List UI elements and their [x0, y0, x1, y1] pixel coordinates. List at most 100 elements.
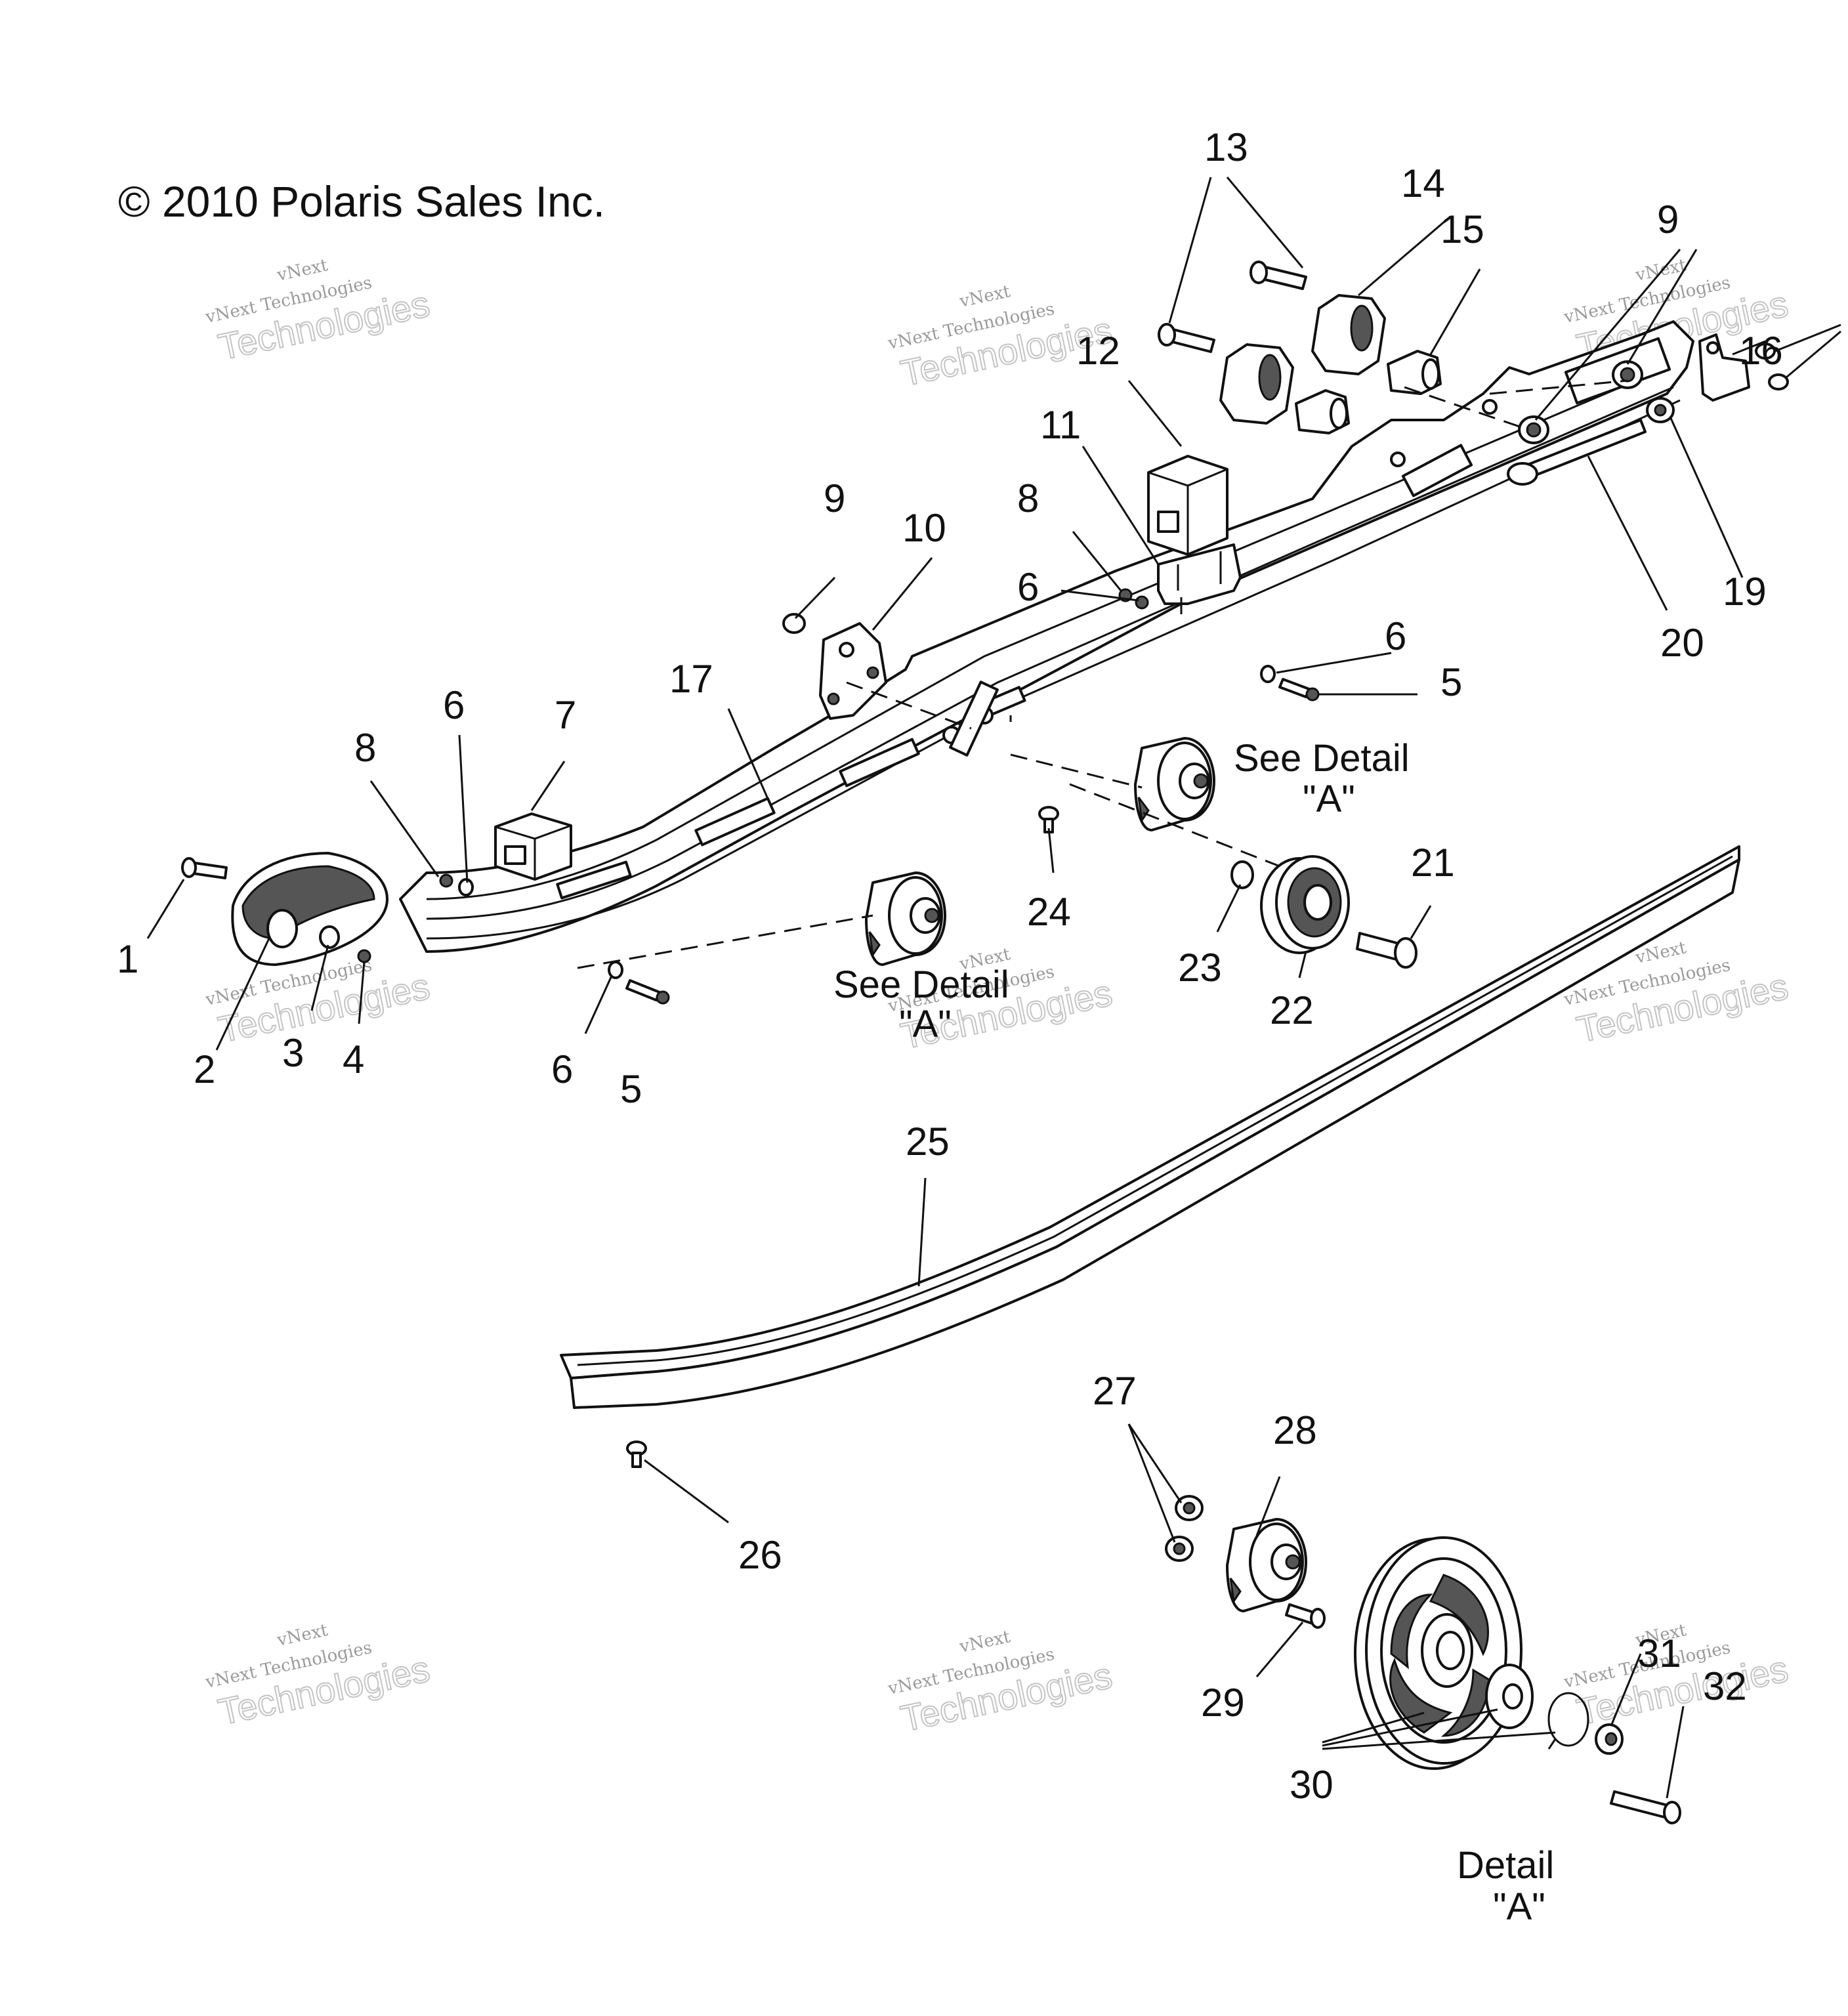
- callout-8-center: 8: [1017, 476, 1039, 520]
- svg-text:vNext: vNext: [957, 282, 1013, 312]
- bolt-part-24: [1038, 806, 1059, 833]
- see-detail-upper-caption: See Detail: [1234, 737, 1410, 780]
- watermark-bottom-left: vNext vNext Technologies Technologies: [203, 1620, 434, 1733]
- nut-part-9-right-lower: [1518, 415, 1549, 444]
- svg-text:vNext: vNext: [275, 1620, 330, 1650]
- callout-30: 30: [1290, 1763, 1334, 1807]
- bumper-part-2: [231, 852, 388, 966]
- callout-14: 14: [1401, 161, 1445, 205]
- washer-part-6-right: [1260, 665, 1276, 683]
- snap-ring-part-30: [1547, 1692, 1589, 1750]
- bolt-part-29: [1285, 1603, 1326, 1629]
- assembly-line-upper-wheel: [1010, 753, 1143, 789]
- nut-part-9-left: [782, 613, 806, 634]
- callout-3: 3: [282, 1031, 304, 1075]
- washer-part-6-left: [458, 878, 474, 896]
- slide-part-25: [560, 845, 1740, 1409]
- callout-15: 15: [1440, 207, 1484, 251]
- watermark-bottom-center: vNext vNext Technologies Technologies: [886, 1627, 1116, 1740]
- callout-16: 16: [1739, 329, 1783, 373]
- callout-6-right: 6: [1385, 614, 1406, 658]
- detail-ref: "A": [1493, 1885, 1545, 1928]
- assembly-line-bracket: [846, 681, 972, 730]
- bolt-part-26: [626, 1440, 647, 1468]
- svg-text:vNext: vNext: [957, 1627, 1013, 1657]
- spacer-part-15-upper: [1387, 350, 1442, 395]
- callout-32: 32: [1703, 1664, 1747, 1708]
- spacer-part-15-lower: [1295, 389, 1350, 434]
- callout-5-lower: 5: [620, 1067, 642, 1111]
- bracket-part-10: [819, 622, 887, 720]
- axle-part-28: [1226, 1518, 1307, 1612]
- callout-23: 23: [1178, 946, 1222, 990]
- callout-8-left: 8: [354, 726, 376, 770]
- bracket-part-11: [1157, 543, 1242, 605]
- callout-24: 24: [1027, 890, 1071, 934]
- washer-part-23: [1230, 860, 1254, 889]
- assembly-line-lower-right: [1069, 783, 1280, 868]
- see-detail-lower-ref: "A": [899, 1003, 952, 1045]
- assembly-line-9: [1489, 379, 1628, 395]
- wheel-part-30: [1354, 1536, 1522, 1770]
- detail-caption: Detail: [1457, 1844, 1554, 1887]
- see-detail-lower-caption: See Detail: [833, 963, 1009, 1006]
- bolt-part-13-left: [1158, 323, 1215, 353]
- callout-31: 31: [1637, 1631, 1681, 1675]
- callout-4: 4: [343, 1038, 364, 1082]
- see-detail-upper-ref: "A": [1303, 778, 1355, 820]
- callout-6-left: 6: [443, 683, 465, 727]
- svg-text:vNext: vNext: [1633, 255, 1689, 285]
- callout-1: 1: [117, 937, 138, 981]
- callout-7: 7: [555, 693, 576, 737]
- bolt-part-32: [1610, 1790, 1681, 1824]
- callout-25: 25: [906, 1120, 950, 1164]
- washer-part-3: [319, 925, 340, 949]
- callout-29: 29: [1201, 1681, 1245, 1725]
- svg-text:vNext: vNext: [275, 255, 330, 285]
- bracket-part-16: [1698, 333, 1750, 402]
- nut-part-8-left: [439, 873, 453, 888]
- bolt-part-1: [181, 857, 228, 879]
- block-part-12: [1147, 455, 1228, 556]
- nut-part-19: [1646, 397, 1675, 423]
- callout-22: 22: [1270, 988, 1314, 1032]
- assembly-line-15: [1404, 386, 1530, 431]
- callout-20: 20: [1660, 621, 1704, 665]
- idler-wheel-part-22: [1260, 855, 1350, 954]
- callout-19: 19: [1723, 570, 1767, 614]
- leader-lines: [146, 177, 1841, 1799]
- nut-part-27-lower: [1165, 1536, 1194, 1562]
- callout-6-lower: 6: [551, 1047, 573, 1091]
- nut-part-9-right-upper: [1612, 360, 1643, 389]
- callout-12: 12: [1076, 329, 1120, 373]
- wheel-axle-assembly-upper: [1134, 737, 1215, 831]
- axle-bolt-part-20: [1507, 419, 1647, 486]
- washer-part-6-lower: [608, 961, 623, 979]
- callout-5-right: 5: [1440, 660, 1462, 704]
- wheel-axle-assembly-lower: [865, 872, 946, 966]
- callout-9-right: 9: [1657, 198, 1679, 242]
- watermark-top-left: vNext vNext Technologies Technologies: [203, 255, 434, 368]
- washer-part-30: [1485, 1664, 1534, 1729]
- nut-part-18-upper: [1755, 343, 1776, 360]
- bolt-part-13-right: [1250, 261, 1307, 290]
- callout-21: 21: [1411, 841, 1455, 885]
- callout-6-center: 6: [1017, 565, 1039, 609]
- copyright-text: © 2010 Polaris Sales Inc.: [118, 177, 605, 226]
- nut-part-27-upper: [1175, 1495, 1204, 1521]
- bolt-part-21: [1356, 932, 1418, 969]
- bushing-part-14-upper: [1311, 294, 1386, 375]
- callout-27: 27: [1093, 1369, 1137, 1413]
- block-part-7: [494, 812, 572, 881]
- washer-part-6-center: [1135, 595, 1149, 610]
- callout-11: 11: [1040, 403, 1081, 447]
- nut-part-4: [357, 949, 371, 963]
- nut-part-18-lower: [1768, 373, 1789, 390]
- bolt-part-5-lower: [625, 979, 670, 1005]
- callout-17: 17: [669, 657, 713, 701]
- callout-28: 28: [1273, 1408, 1317, 1452]
- callout-9-left: 9: [824, 476, 845, 520]
- callout-2: 2: [194, 1047, 215, 1091]
- callout-10: 10: [902, 506, 946, 550]
